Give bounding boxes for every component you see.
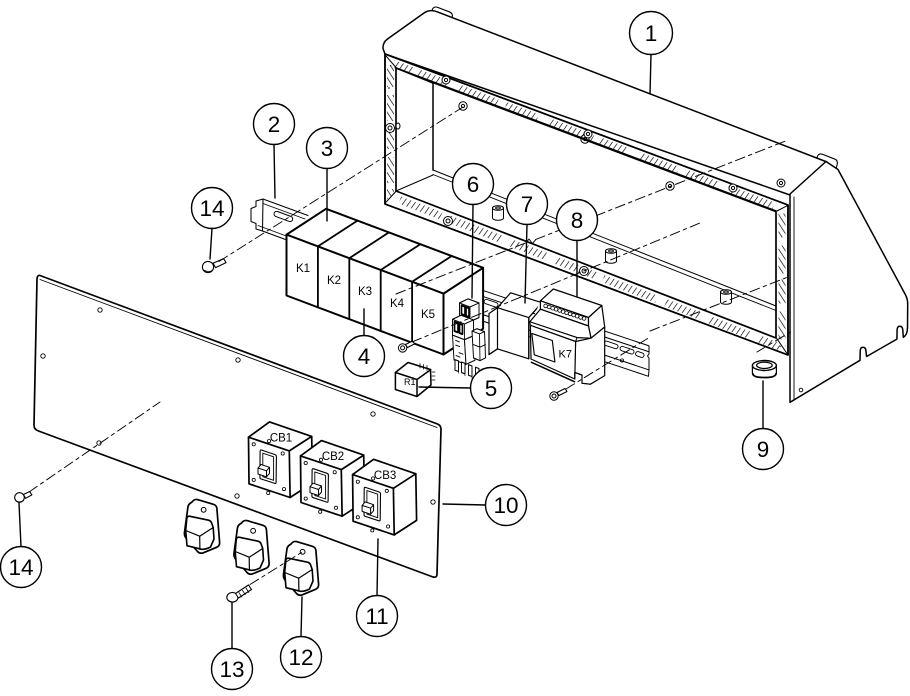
svg-text:13: 13 — [219, 657, 244, 682]
svg-text:10: 10 — [493, 493, 518, 518]
svg-text:14: 14 — [199, 196, 224, 221]
svg-text:1: 1 — [645, 21, 658, 46]
svg-text:14: 14 — [8, 555, 33, 580]
svg-text:K7: K7 — [559, 349, 572, 361]
svg-text:CB1: CB1 — [270, 433, 292, 445]
svg-text:3: 3 — [321, 136, 334, 161]
svg-text:R1: R1 — [404, 377, 416, 387]
svg-text:K4: K4 — [390, 298, 405, 310]
svg-text:CB3: CB3 — [374, 470, 396, 482]
svg-text:K1: K1 — [296, 263, 310, 275]
svg-text:12: 12 — [288, 645, 313, 670]
svg-text:K3: K3 — [358, 286, 372, 298]
svg-text:K5: K5 — [421, 309, 435, 321]
svg-text:4: 4 — [358, 344, 371, 369]
svg-text:5: 5 — [485, 376, 498, 401]
svg-text:8: 8 — [571, 208, 584, 233]
svg-text:9: 9 — [757, 437, 770, 462]
svg-text:K2: K2 — [327, 275, 341, 287]
svg-text:7: 7 — [521, 192, 534, 217]
svg-text:6: 6 — [467, 172, 480, 197]
svg-text:2: 2 — [268, 112, 281, 137]
svg-text:CB2: CB2 — [322, 451, 344, 463]
svg-text:11: 11 — [365, 604, 388, 629]
